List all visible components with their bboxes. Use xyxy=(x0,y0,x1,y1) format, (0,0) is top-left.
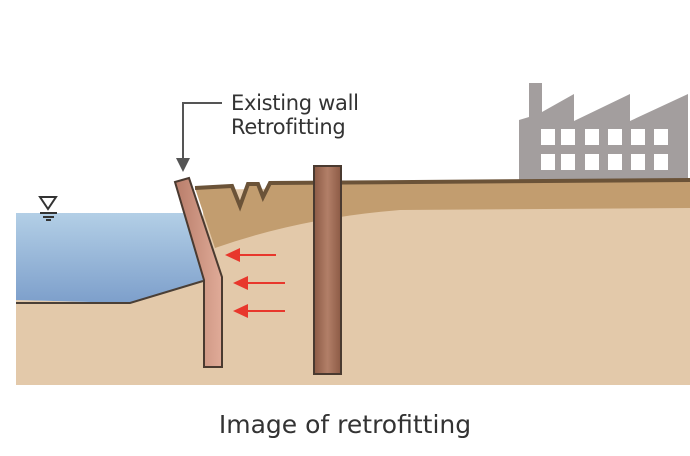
earth-pressure-arrows xyxy=(225,248,285,318)
retrofit-pile xyxy=(313,165,342,375)
arrow-icon xyxy=(233,276,285,290)
arrow-icon xyxy=(233,304,285,318)
water-level-icon xyxy=(38,196,58,221)
label-leader-arrow xyxy=(176,102,222,172)
arrow-icon xyxy=(225,248,276,262)
label-retrofitting: Retrofitting xyxy=(231,115,346,139)
caption: Image of retrofitting xyxy=(218,410,472,439)
soil xyxy=(16,180,690,385)
factory-icon xyxy=(519,83,688,180)
label-existing-wall: Existing wall xyxy=(231,91,359,115)
existing-wall xyxy=(173,176,223,368)
water xyxy=(16,213,205,303)
